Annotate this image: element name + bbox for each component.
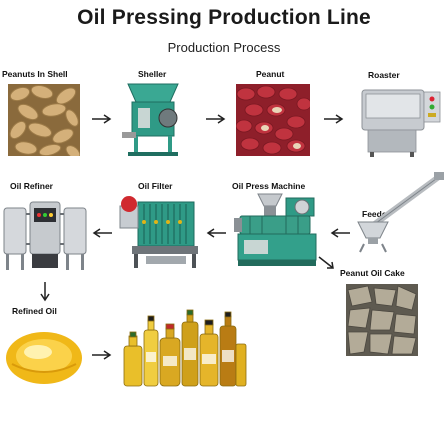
roaster-machine-image bbox=[356, 84, 444, 158]
label-peanut: Peanut bbox=[256, 69, 285, 79]
oil-press-machine-image bbox=[230, 192, 322, 270]
sheller-machine-image bbox=[118, 80, 188, 160]
label-oil-filter: Oil Filter bbox=[138, 181, 173, 191]
label-sheller: Sheller bbox=[138, 69, 167, 79]
label-oil-refiner: Oil Refiner bbox=[10, 181, 53, 191]
oil-filter-machine-image bbox=[116, 192, 202, 272]
peanuts-in-shell-image bbox=[8, 84, 80, 156]
label-peanuts-in-shell: Peanuts In Shell bbox=[2, 69, 68, 79]
right-arrow-icon bbox=[324, 114, 344, 124]
feeder-machine-image bbox=[354, 170, 446, 254]
label-peanut-oil-cake: Peanut Oil Cake bbox=[340, 268, 405, 278]
diagram-subtitle: Production Process bbox=[167, 40, 281, 55]
left-arrow-icon bbox=[206, 228, 226, 238]
right-arrow-icon bbox=[92, 350, 112, 360]
down-arrow-icon bbox=[40, 282, 50, 302]
label-refined-oil: Refined Oil bbox=[12, 306, 57, 316]
peanut-oil-cake-image bbox=[346, 284, 418, 356]
refined-oil-image bbox=[4, 324, 84, 388]
right-arrow-icon bbox=[92, 114, 112, 124]
left-arrow-icon bbox=[92, 228, 112, 238]
peanut-kernels-image bbox=[236, 84, 310, 156]
label-feeder: Feeder bbox=[362, 209, 390, 219]
right-arrow-icon bbox=[206, 114, 226, 124]
oil-refiner-machine-image bbox=[2, 194, 88, 274]
diagonal-arrow-icon bbox=[318, 256, 336, 270]
oil-bottles-image bbox=[120, 308, 248, 390]
left-arrow-icon bbox=[330, 228, 350, 238]
label-roaster: Roaster bbox=[368, 70, 400, 80]
label-oil-press-machine: Oil Press Machine bbox=[232, 181, 306, 191]
diagram-title: Oil Pressing Production Line bbox=[77, 6, 371, 29]
